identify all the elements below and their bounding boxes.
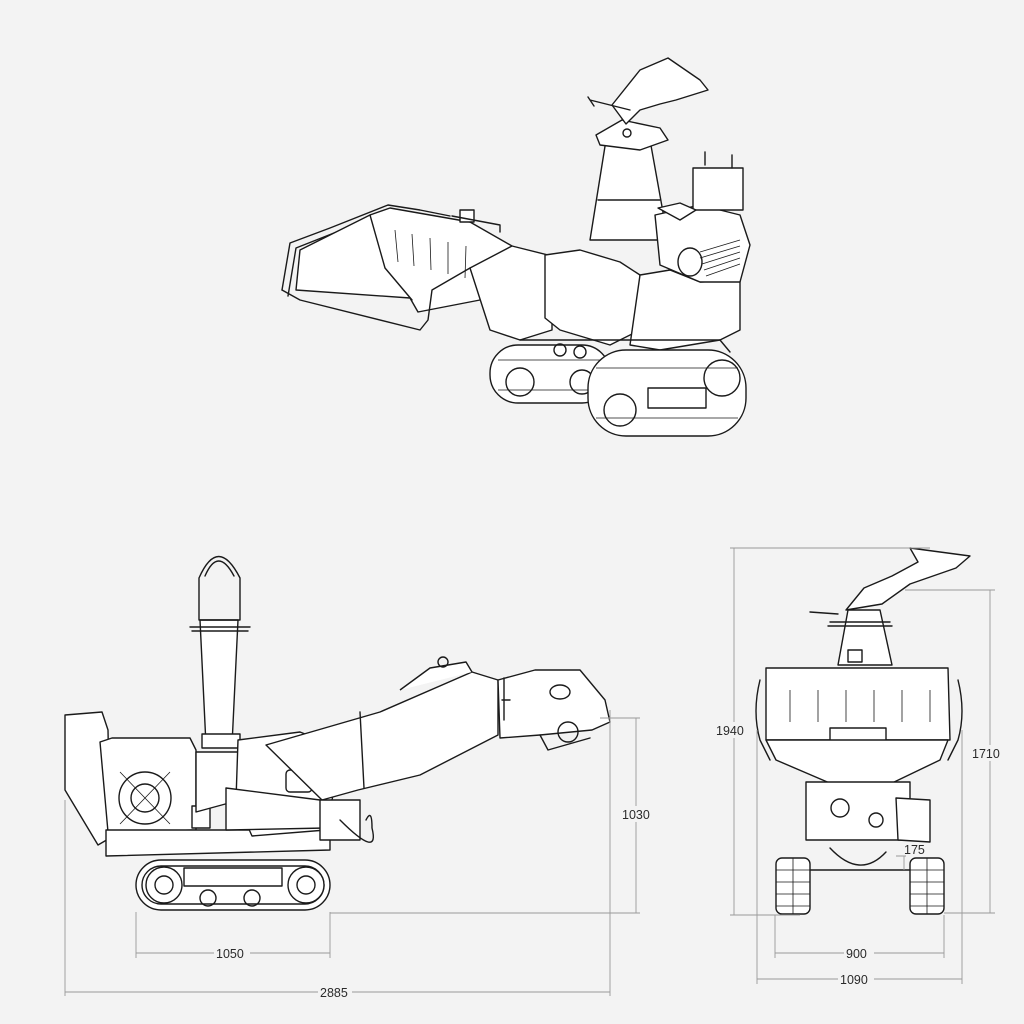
dim-side-height: 1030 [622, 808, 650, 822]
dim-front-total-height: 1940 [716, 724, 744, 738]
front-right-track [909, 857, 945, 915]
isometric-view [281, 57, 751, 437]
dim-front-hopper-height: 1710 [972, 747, 1000, 761]
front-left-track [775, 857, 811, 915]
dim-side-track-length: 1050 [216, 947, 244, 961]
side-track [135, 859, 331, 911]
dimension-labels: 2885 1050 1030 1940 1710 900 1090 175 [214, 722, 1006, 1000]
front-view [755, 547, 971, 915]
dim-front-ground-clearance: 175 [904, 843, 925, 857]
iso-right-track [587, 349, 747, 437]
dim-front-track-width: 900 [846, 947, 867, 961]
side-view [64, 556, 611, 911]
dim-side-total-length: 2885 [320, 986, 348, 1000]
dim-front-total-width: 1090 [840, 973, 868, 987]
